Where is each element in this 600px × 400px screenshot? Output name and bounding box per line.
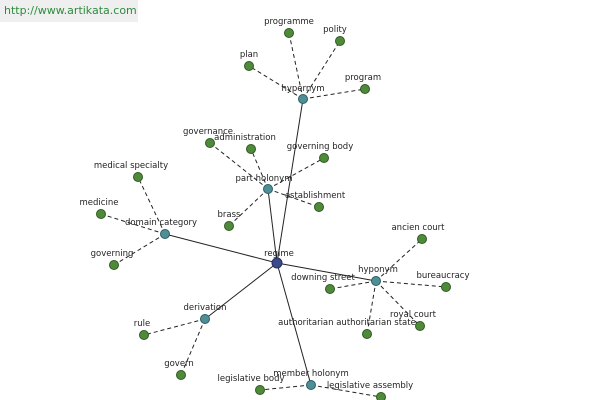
center-regime-label: regime [264,249,294,259]
edge-program [302,88,366,100]
edge-domain-category [164,233,278,264]
leaf-administration-label: administration [214,133,276,143]
leaf-brass-node[interactable] [224,221,234,231]
relation-derivation-node[interactable] [200,314,210,324]
leaf-legislative-body-label: legislative body [217,374,284,384]
edge-plan [248,65,304,100]
edge-governance [209,142,269,190]
edge-programme [288,32,304,100]
edge-member-holonym [276,262,312,386]
leaf-bureaucracy-node[interactable] [441,282,451,292]
leaf-programme-node[interactable] [284,28,294,38]
leaf-legislative-assembly-label: legislative assembly [327,381,413,391]
edge-ancien-court [375,238,423,282]
edge-governing-body [267,157,325,190]
edge-brass [228,188,269,227]
edge-legislative-assembly [310,384,382,398]
edge-medical-specialty [137,176,166,235]
leaf-ancien-court-node[interactable] [417,234,427,244]
leaf-polity-label: polity [323,25,347,35]
edge-authoritarian-state [366,280,377,335]
relation-hypernym-node[interactable] [298,94,308,104]
relation-domain-category-node[interactable] [160,229,170,239]
leaf-establishment-node[interactable] [314,202,324,212]
leaf-governance-label: governance [183,127,233,137]
leaf-authoritarian-state-node[interactable] [362,329,372,339]
edge-bureaucracy [375,280,447,288]
relation-domain-category-label: domain category [125,218,197,228]
edge-establishment [267,188,320,208]
leaf-royal-court-node[interactable] [415,321,425,331]
leaf-downing-street-node[interactable] [325,284,335,294]
leaf-establishment-label: establishment [285,191,346,201]
leaf-medicine-label: medicine [80,198,119,208]
relation-hyponym-label: hyponym [358,265,398,275]
relation-member-holonym-node[interactable] [306,380,316,390]
edge-legislative-body [259,384,312,391]
edge-governing [113,233,166,266]
graph-edges [100,32,447,398]
relation-derivation-label: derivation [183,303,226,313]
edge-rule [143,318,206,336]
edge-royal-court [375,280,421,327]
leaf-authoritarian-state-label: authoritarian authoritarian state [278,318,416,328]
watermark-url: http://www.artikata.com [0,0,138,22]
leaf-plan-node[interactable] [244,61,254,71]
graph-nodes [96,28,451,400]
leaf-downing-street-label: downing street [291,273,355,283]
leaf-rule-node[interactable] [139,330,149,340]
leaf-medicine-node[interactable] [96,209,106,219]
leaf-bureaucracy-label: bureaucracy [417,271,470,281]
leaf-program-node[interactable] [360,84,370,94]
leaf-program-label: program [345,73,381,83]
relation-part-holonym-node[interactable] [263,184,273,194]
leaf-governance-node[interactable] [205,138,215,148]
relation-part-holonym-label: part holonym [236,174,293,184]
leaf-brass-label: brass [218,210,242,220]
edge-part-holonym [267,188,278,264]
leaf-royal-court-label: royal court [390,310,437,320]
edge-administration [250,148,269,190]
leaf-govern-node[interactable] [176,370,186,380]
edge-downing-street [329,280,377,290]
leaf-administration-node[interactable] [246,144,256,154]
leaf-governing-node[interactable] [109,260,119,270]
leaf-medical-specialty-label: medical specialty [94,161,168,171]
leaf-governing-body-node[interactable] [319,153,329,163]
relation-member-holonym-label: member holonym [273,369,348,379]
edge-polity [302,40,341,100]
leaf-plan-label: plan [240,50,258,60]
leaf-governing-label: governing [91,249,134,259]
leaf-medical-specialty-node[interactable] [133,172,143,182]
center-regime-node[interactable] [271,257,283,269]
leaf-rule-label: rule [134,319,150,329]
leaf-legislative-assembly-node[interactable] [376,392,386,400]
edge-derivation [204,262,278,320]
edge-hypernym [276,98,304,264]
edge-govern [180,318,206,376]
graph-labels: programme polity plan program governanceadmi… [80,17,470,391]
leaf-polity-node[interactable] [335,36,345,46]
leaf-govern-label: govern [164,359,194,369]
relation-hyponym-node[interactable] [371,276,381,286]
relation-hypernym-label: hypernym [281,84,324,94]
leaf-ancien-court-label: ancien court [391,223,445,233]
edge-hyponym [276,262,377,282]
leaf-governing-body-label: governing body [287,142,353,152]
leaf-legislative-body-node[interactable] [255,385,265,395]
leaf-programme-label: programme [264,17,314,27]
